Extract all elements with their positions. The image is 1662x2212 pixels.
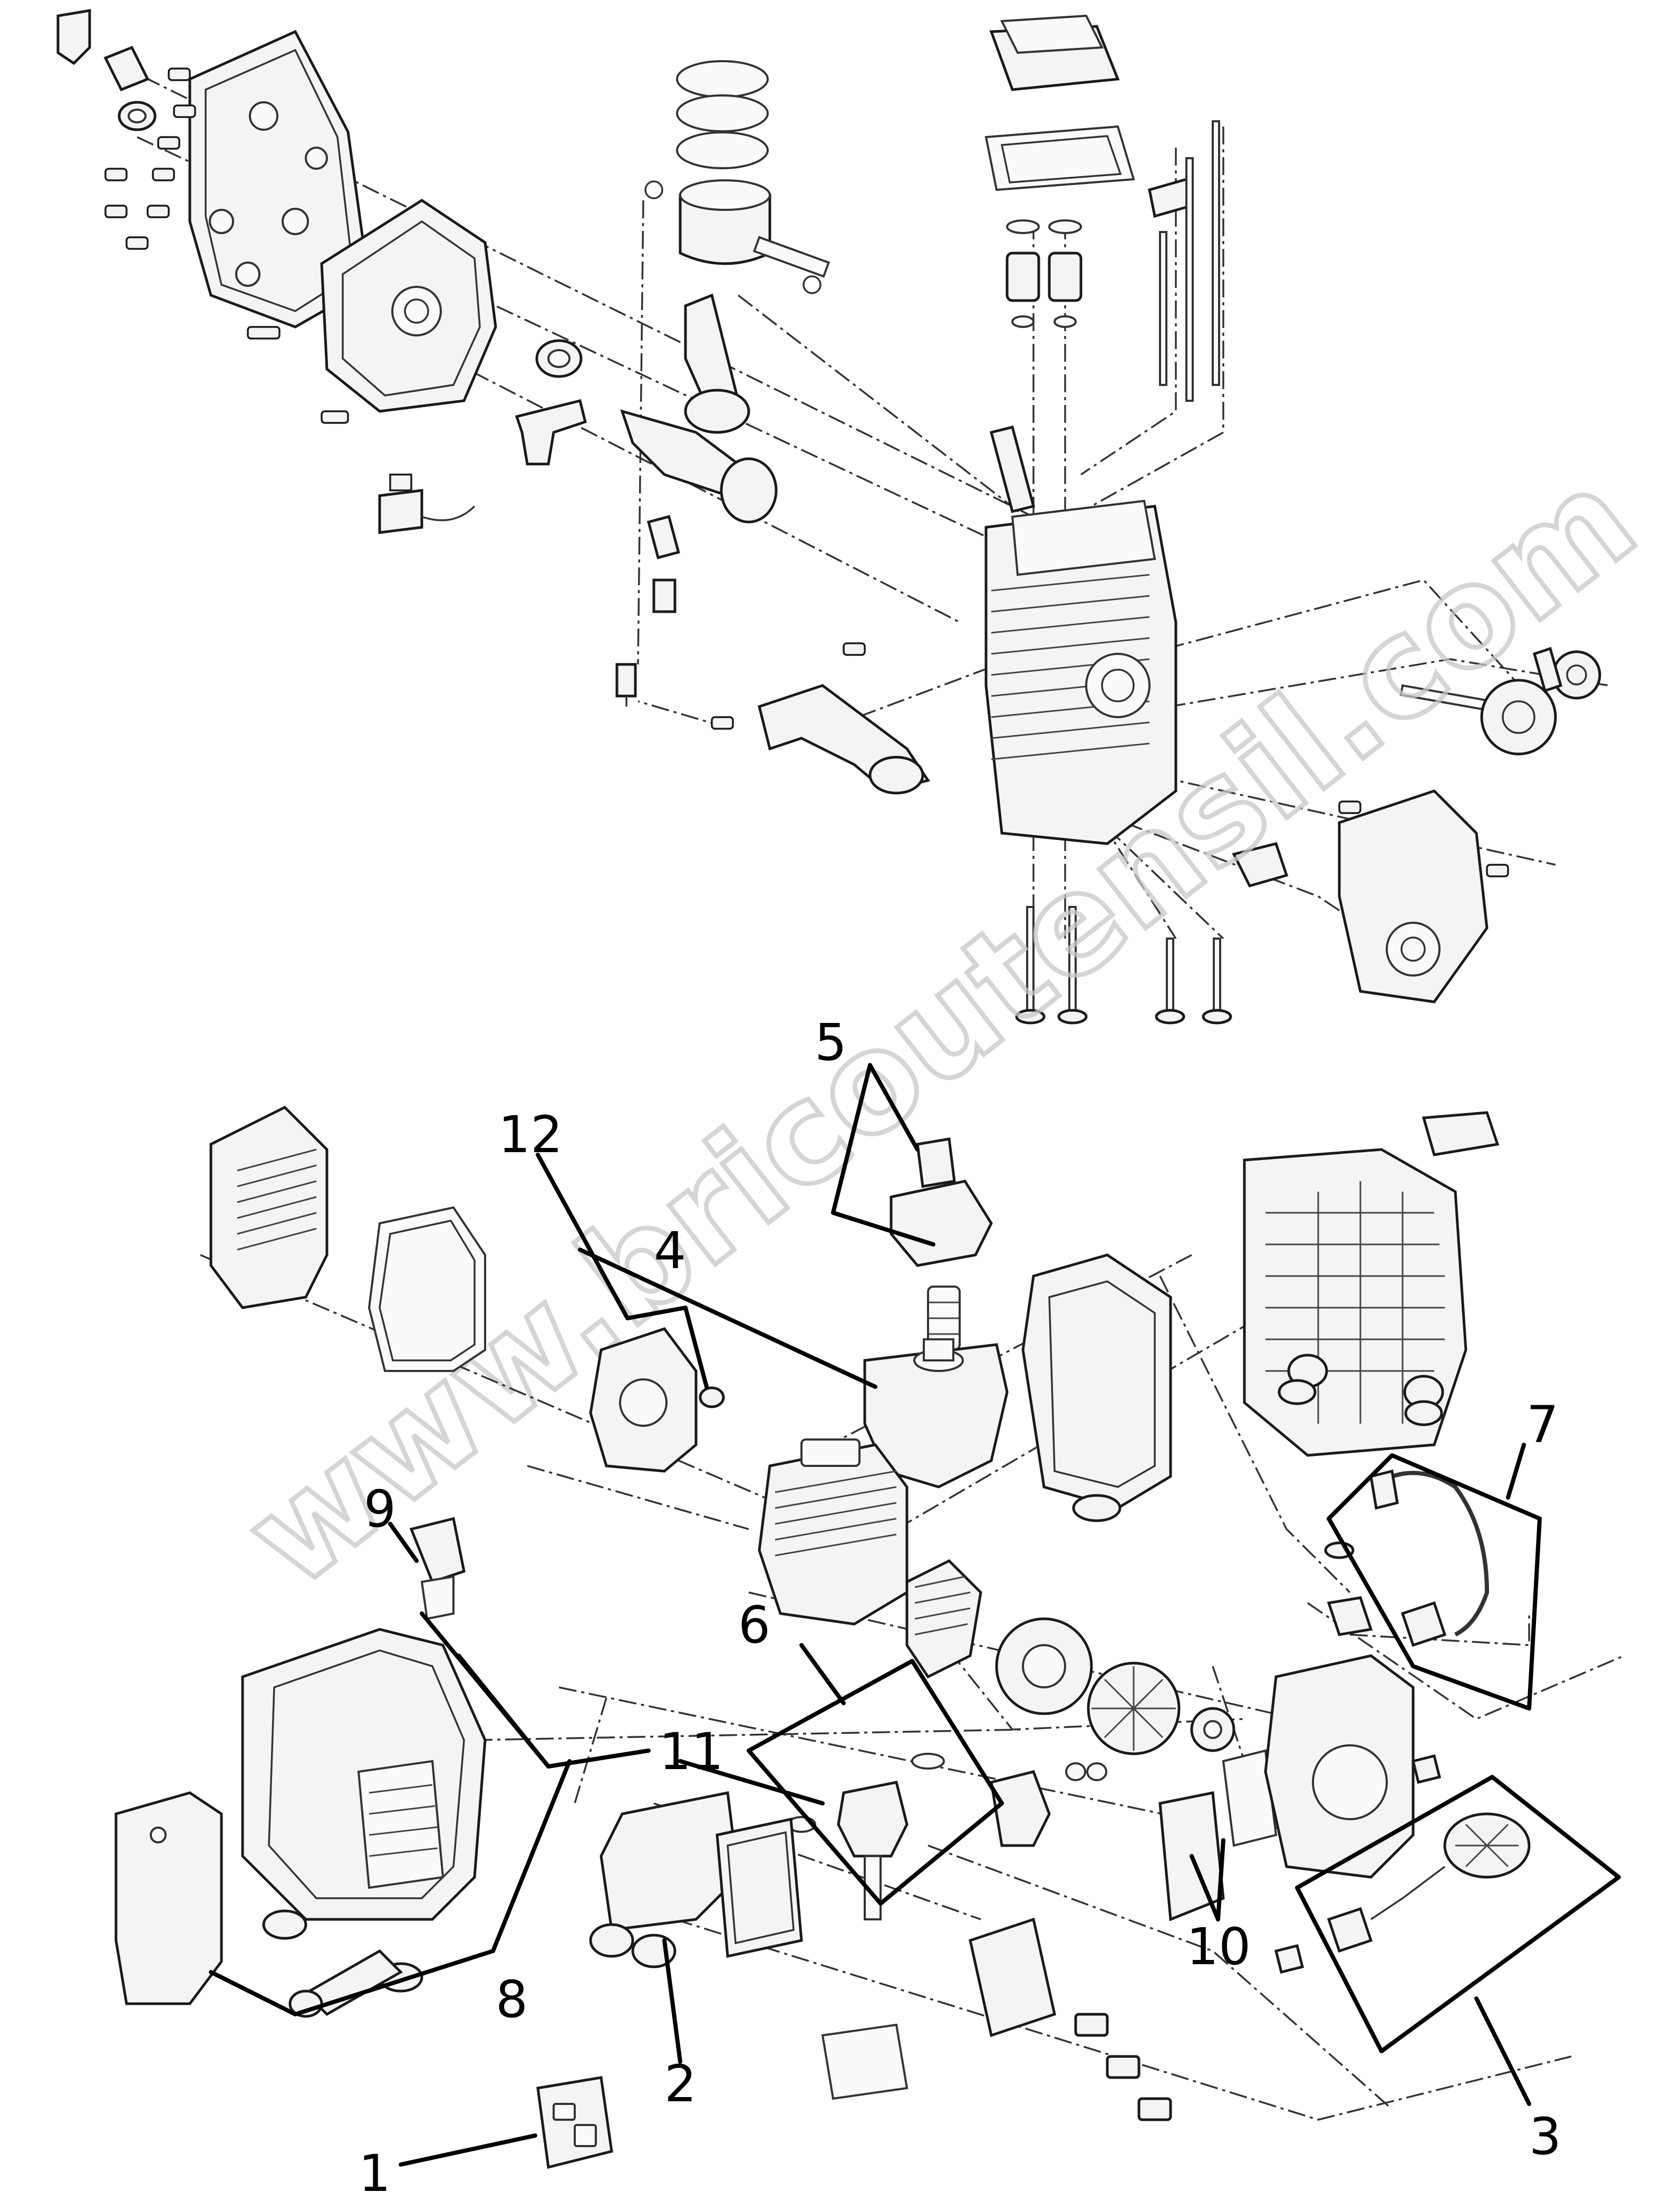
callout-7: 7 — [1526, 1395, 1559, 1454]
callout-3: 3 — [1529, 2107, 1561, 2166]
valves — [1015, 906, 1232, 1025]
callout-4: 4 — [654, 1221, 686, 1280]
callout-leaders — [209, 1063, 1621, 2167]
engine-explosion — [56, 9, 1609, 1025]
fan-blades — [1091, 1666, 1176, 1751]
engine-core — [758, 1438, 982, 1679]
callout-5: 5 — [815, 1013, 847, 1072]
callout-1: 1 — [359, 2144, 391, 2203]
callout-2: 2 — [664, 2054, 697, 2113]
valve-springs — [1006, 219, 1083, 328]
handle-vents — [369, 1784, 438, 1857]
cylinder-block — [984, 499, 1177, 845]
housing-ribs — [1265, 1181, 1445, 1424]
cover-bolts — [104, 67, 349, 424]
stator-coils — [914, 1576, 971, 1636]
callout-11: 11 — [659, 1722, 723, 1781]
callout-numbers: 1 2 3 4 5 6 7 8 9 10 11 12 — [359, 1013, 1561, 2203]
engine-fins — [775, 1470, 897, 1557]
filter-mesh — [929, 1301, 959, 1335]
callout-8: 8 — [496, 1970, 528, 2029]
callout-6: 6 — [738, 1596, 770, 1655]
recoil-ribs — [1455, 1823, 1519, 1868]
grille-slats — [237, 1148, 317, 1251]
callout-10: 10 — [1186, 1917, 1251, 1976]
piston-rings — [676, 60, 769, 169]
cam-gears — [1399, 646, 1601, 756]
callout-12: 12 — [498, 1105, 563, 1164]
callout-9: 9 — [364, 1480, 396, 1539]
